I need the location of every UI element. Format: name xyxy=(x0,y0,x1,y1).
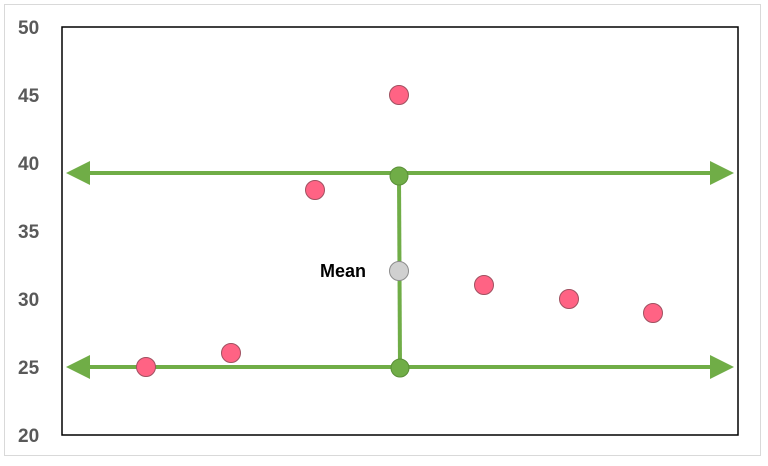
y-tick-40: 40 xyxy=(18,154,39,175)
y-tick-20: 20 xyxy=(18,426,39,447)
data-point xyxy=(305,180,325,200)
data-points xyxy=(136,85,663,377)
y-tick-50: 50 xyxy=(18,18,39,39)
y-axis-ticks: 50 45 40 35 30 25 20 xyxy=(18,18,40,447)
mean-label: Mean xyxy=(320,261,366,281)
upper-junction-dot xyxy=(389,166,409,186)
data-point xyxy=(474,275,494,295)
mean-point xyxy=(389,261,409,281)
data-point xyxy=(643,303,663,323)
y-tick-30: 30 xyxy=(18,290,39,311)
lower-junction-dot xyxy=(390,358,410,378)
data-point xyxy=(389,85,409,105)
data-point xyxy=(559,289,579,309)
data-point xyxy=(136,357,156,377)
y-tick-35: 35 xyxy=(18,222,40,243)
y-tick-45: 45 xyxy=(18,86,40,107)
y-tick-25: 25 xyxy=(18,358,40,379)
data-point xyxy=(221,343,241,363)
